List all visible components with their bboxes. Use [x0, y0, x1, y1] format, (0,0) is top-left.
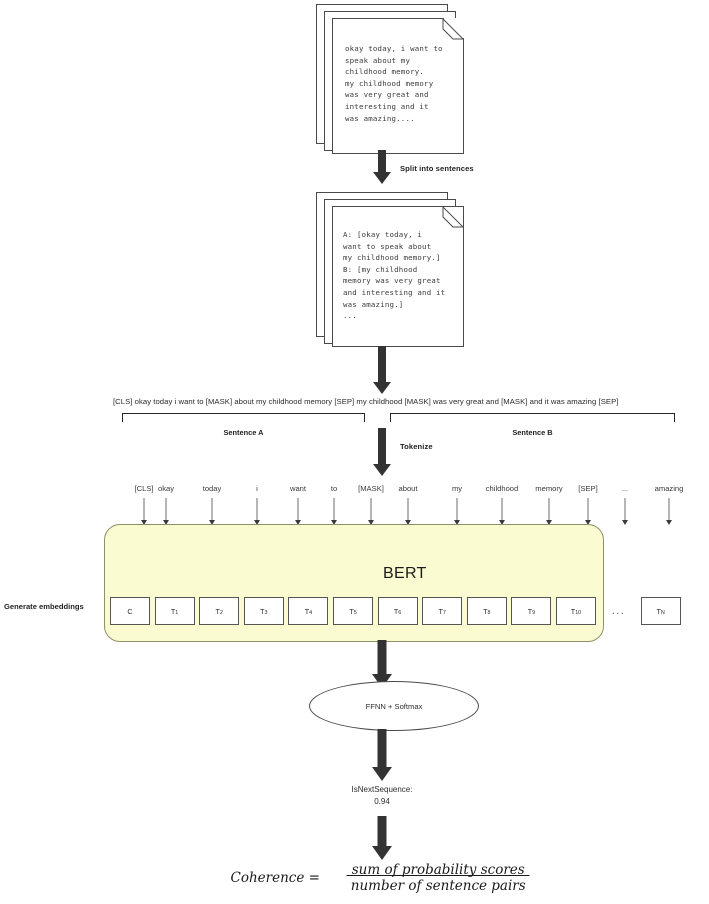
bert-title: BERT — [383, 565, 427, 582]
input-sequence-text: [CLS] okay today i want to [MASK] about … — [113, 397, 619, 406]
formula-denominator: number of sentence pairs — [346, 875, 530, 894]
token-arrow-10 — [545, 498, 553, 526]
generate-embeddings-label: Generate embeddings — [4, 602, 84, 611]
coherence-formula: Coherence = sum of probability scores nu… — [231, 862, 550, 894]
raw-document-text: okay today, i want to speak about my chi… — [345, 44, 443, 123]
token-arrow-13 — [665, 498, 673, 526]
token-label-3: i — [256, 484, 258, 493]
token-arrow-6 — [367, 498, 375, 526]
token-arrow-8 — [453, 498, 461, 526]
token-arrow-11 — [584, 498, 592, 526]
token-label-5: to — [330, 484, 338, 493]
sentence-a-bracket — [122, 413, 365, 422]
token-label-2: today — [202, 484, 222, 493]
token-label-7: about — [398, 484, 418, 493]
formula-fraction: sum of probability scores number of sent… — [327, 862, 550, 894]
token-label-0: [CLS] — [134, 484, 154, 493]
score-value: 0.94 — [374, 796, 390, 806]
arrow-tokenize — [370, 428, 394, 476]
formula-numerator: sum of probability scores — [351, 862, 525, 878]
raw-document-stack: okay today, i want to speak about my chi… — [316, 4, 472, 154]
classifier-ellipse: FFNN + Softmax — [309, 681, 479, 731]
embedding-box-c: C — [110, 597, 150, 625]
score-label: IsNextSequence: — [351, 785, 413, 794]
token-label-6: [MASK] — [358, 484, 384, 493]
arrow-split-label: Split into sentences — [400, 164, 474, 173]
arrow-to-sequence — [370, 346, 394, 394]
token-arrow-3 — [253, 498, 261, 526]
sentence-b-bracket — [390, 413, 675, 422]
token-arrow-12 — [621, 498, 629, 526]
arrow-to-formula — [370, 816, 394, 860]
token-arrow-7 — [404, 498, 412, 526]
token-label-11: [SEP] — [578, 484, 598, 493]
token-label-1: okay — [157, 484, 175, 493]
score-block: IsNextSequence: 0.94 — [352, 784, 413, 807]
token-arrow-9 — [498, 498, 506, 526]
split-document-stack: A: [okay today, i want to speak about my… — [316, 192, 472, 347]
sentence-a-label: Sentence A — [223, 428, 264, 437]
token-arrow-5 — [330, 498, 338, 526]
split-page-front: A: [okay today, i want to speak about my… — [332, 206, 464, 347]
page-fold-line-icon — [442, 206, 464, 228]
token-label-13: amazing — [654, 484, 684, 493]
token-label-9: childhood — [485, 484, 519, 493]
arrow-tokenize-label: Tokenize — [400, 442, 433, 451]
token-label-10: memory — [535, 484, 563, 493]
token-arrow-4 — [294, 498, 302, 526]
token-arrow-0 — [140, 498, 148, 526]
sentence-b-label: Sentence B — [512, 428, 553, 437]
arrow-to-score — [370, 729, 394, 781]
raw-page-front: okay today, i want to speak about my chi… — [332, 18, 464, 154]
page-fold-line-icon — [442, 18, 464, 40]
token-arrow-1 — [162, 498, 170, 526]
token-label-8: my — [451, 484, 463, 493]
arrow-split — [370, 150, 394, 184]
token-arrow-2 — [208, 498, 216, 526]
token-label-4: want — [289, 484, 307, 493]
token-label-12: ... — [621, 484, 629, 493]
split-document-text: A: [okay today, i want to speak about my… — [343, 230, 446, 321]
formula-lhs: Coherence = — [230, 870, 320, 886]
embedding-ellipsis: ... — [611, 605, 626, 617]
